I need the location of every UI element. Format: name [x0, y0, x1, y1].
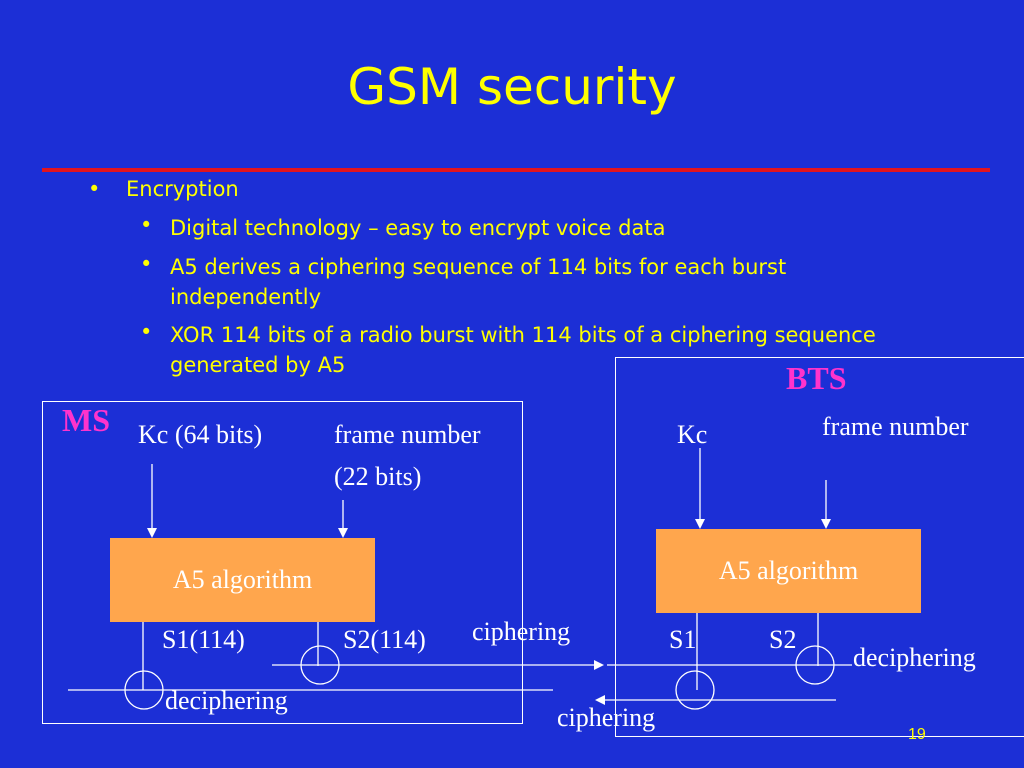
bullet-text: XOR 114 bits of a radio burst with 114 b… [170, 323, 876, 377]
bullet-dot-icon: • [140, 320, 153, 344]
ms-deciphering-label: deciphering [165, 686, 288, 715]
bullet-text: Encryption [126, 177, 239, 201]
bullet-text: Digital technology – easy to encrypt voi… [170, 216, 666, 240]
bullet-dot-icon: • [88, 177, 101, 201]
bts-kc-label: Kc [677, 420, 708, 449]
bts-xor-decipher-icon [795, 645, 835, 685]
page-number: 19 [908, 726, 926, 743]
ms-s1-label: S1(114) [162, 625, 245, 654]
ciphering-bottom-label: ciphering [557, 703, 656, 732]
bts-a5-algorithm-box: A5 algorithm [656, 529, 921, 613]
bts-frame-number-label: frame number [822, 412, 969, 441]
bts-deciphering-label: deciphering [853, 643, 976, 672]
bullet-dot-icon: • [140, 252, 153, 276]
title-divider [42, 168, 990, 172]
bullet-text: A5 derives a ciphering sequence of 114 b… [170, 255, 787, 309]
ms-s2-label: S2(114) [343, 625, 426, 654]
ms-panel [42, 401, 523, 724]
ms-label: MS [62, 402, 110, 438]
bts-panel [615, 357, 1024, 737]
ms-a5-algorithm-box: A5 algorithm [110, 538, 375, 622]
bullet-dot-icon: • [140, 213, 153, 237]
ms-kc-label: Kc (64 bits) [138, 420, 263, 449]
bts-xor-cipher-icon [675, 670, 715, 710]
bts-s1-label: S1 [669, 625, 697, 654]
ms-frame-number-label: frame number [334, 420, 481, 449]
ms-frame-bits-label: (22 bits) [334, 462, 422, 491]
bts-label: BTS [786, 360, 847, 396]
slide-title: GSM security [347, 58, 677, 116]
bts-s2-label: S2 [769, 625, 797, 654]
ciphering-top-label: ciphering [472, 617, 571, 646]
